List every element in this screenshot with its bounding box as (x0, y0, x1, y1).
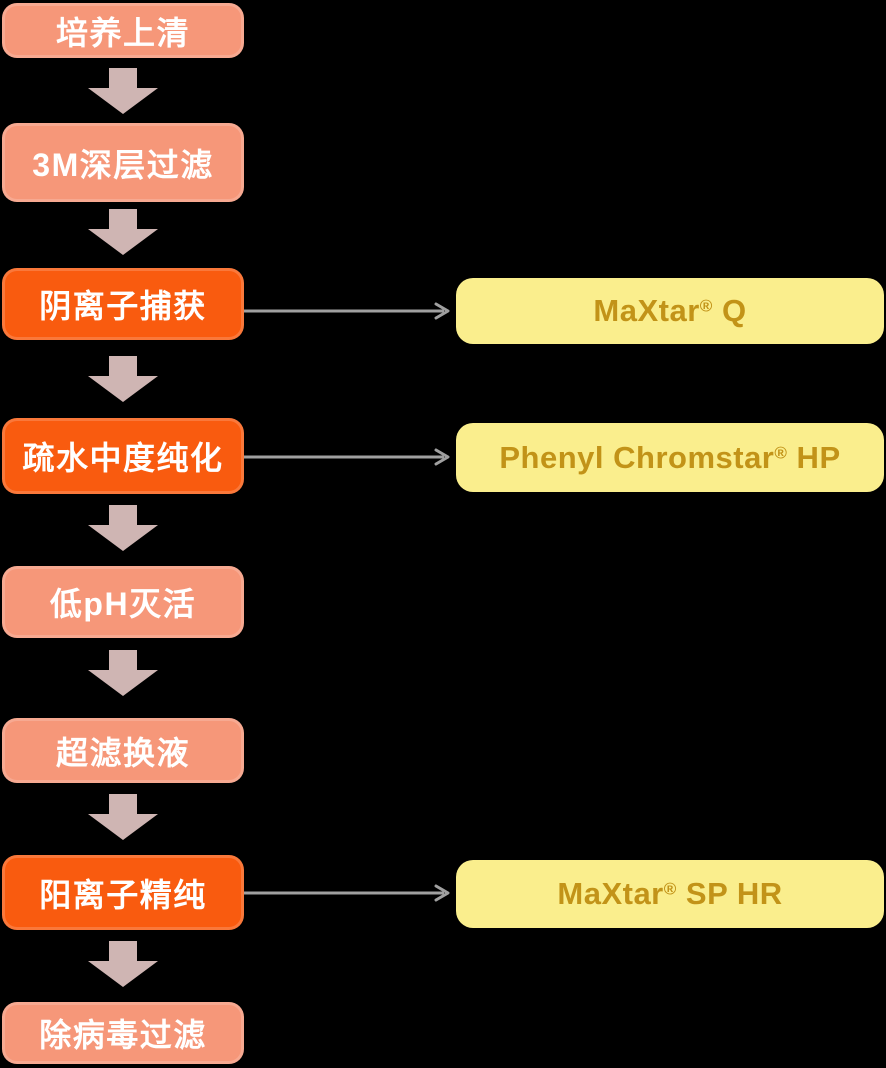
product-label: Phenyl Chromstar® HP (499, 439, 841, 475)
down-arrow-icon (88, 209, 158, 255)
right-arrow-connector-icon (244, 446, 456, 468)
step-label: 阳离子精纯 (39, 876, 207, 913)
down-arrow-icon (88, 356, 158, 402)
step-label: 除病毒过滤 (39, 1017, 207, 1053)
right-arrow-connector-icon (244, 300, 456, 322)
step-label: 超滤换液 (55, 734, 190, 771)
step-box-hydrophobic-intermediate-purification: 疏水中度纯化 (2, 418, 244, 494)
step-box-ultrafiltration-buffer-exchange: 超滤换液 (2, 718, 244, 783)
step-box-3m-depth-filtration: 3M深层过滤 (2, 123, 244, 202)
step-label: 培养上清 (55, 14, 190, 51)
product-box-maxtar-sp-hr: MaXtar® SP HR (456, 860, 884, 928)
step-box-virus-removal-filtration: 除病毒过滤 (2, 1002, 244, 1064)
product-box-maxtar-q: MaXtar® Q (456, 278, 884, 344)
down-arrow-icon (88, 794, 158, 840)
registered-trademark-icon: ® (699, 296, 713, 316)
registered-trademark-icon: ® (663, 879, 677, 899)
down-arrow-icon (88, 505, 158, 551)
product-label: MaXtar® Q (593, 293, 747, 328)
step-label: 阴离子捕获 (39, 288, 207, 324)
step-box-low-ph-inactivation: 低pH灭活 (2, 566, 244, 638)
step-label: 3M深层过滤 (32, 146, 214, 183)
down-arrow-icon (88, 68, 158, 114)
product-label: MaXtar® SP HR (557, 876, 783, 911)
step-label: 低pH灭活 (49, 586, 197, 622)
step-box-anion-capture: 阴离子捕获 (2, 268, 244, 340)
registered-trademark-icon: ® (774, 443, 788, 463)
step-box-cation-polishing: 阳离子精纯 (2, 855, 244, 930)
step-label: 疏水中度纯化 (22, 440, 224, 476)
down-arrow-icon (88, 941, 158, 987)
down-arrow-icon (88, 650, 158, 696)
product-box-phenyl-chromstar-hp: Phenyl Chromstar® HP (456, 423, 884, 492)
right-arrow-connector-icon (244, 882, 456, 904)
step-box-culture-supernatant: 培养上清 (2, 3, 244, 58)
